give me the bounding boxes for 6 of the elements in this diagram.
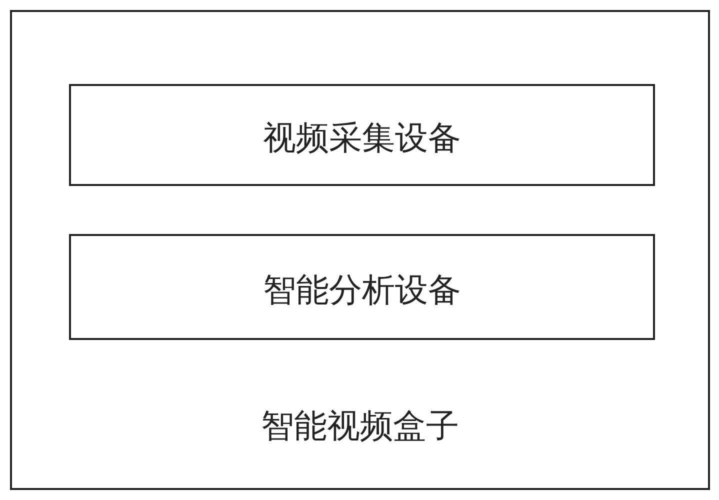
device-box bbox=[69, 84, 655, 186]
container-box bbox=[10, 10, 710, 490]
device-label: 视频采集设备 bbox=[263, 117, 461, 159]
device-label: 智能分析设备 bbox=[263, 269, 461, 311]
device-box bbox=[69, 234, 655, 340]
container-label: 智能视频盒子 bbox=[261, 405, 459, 447]
